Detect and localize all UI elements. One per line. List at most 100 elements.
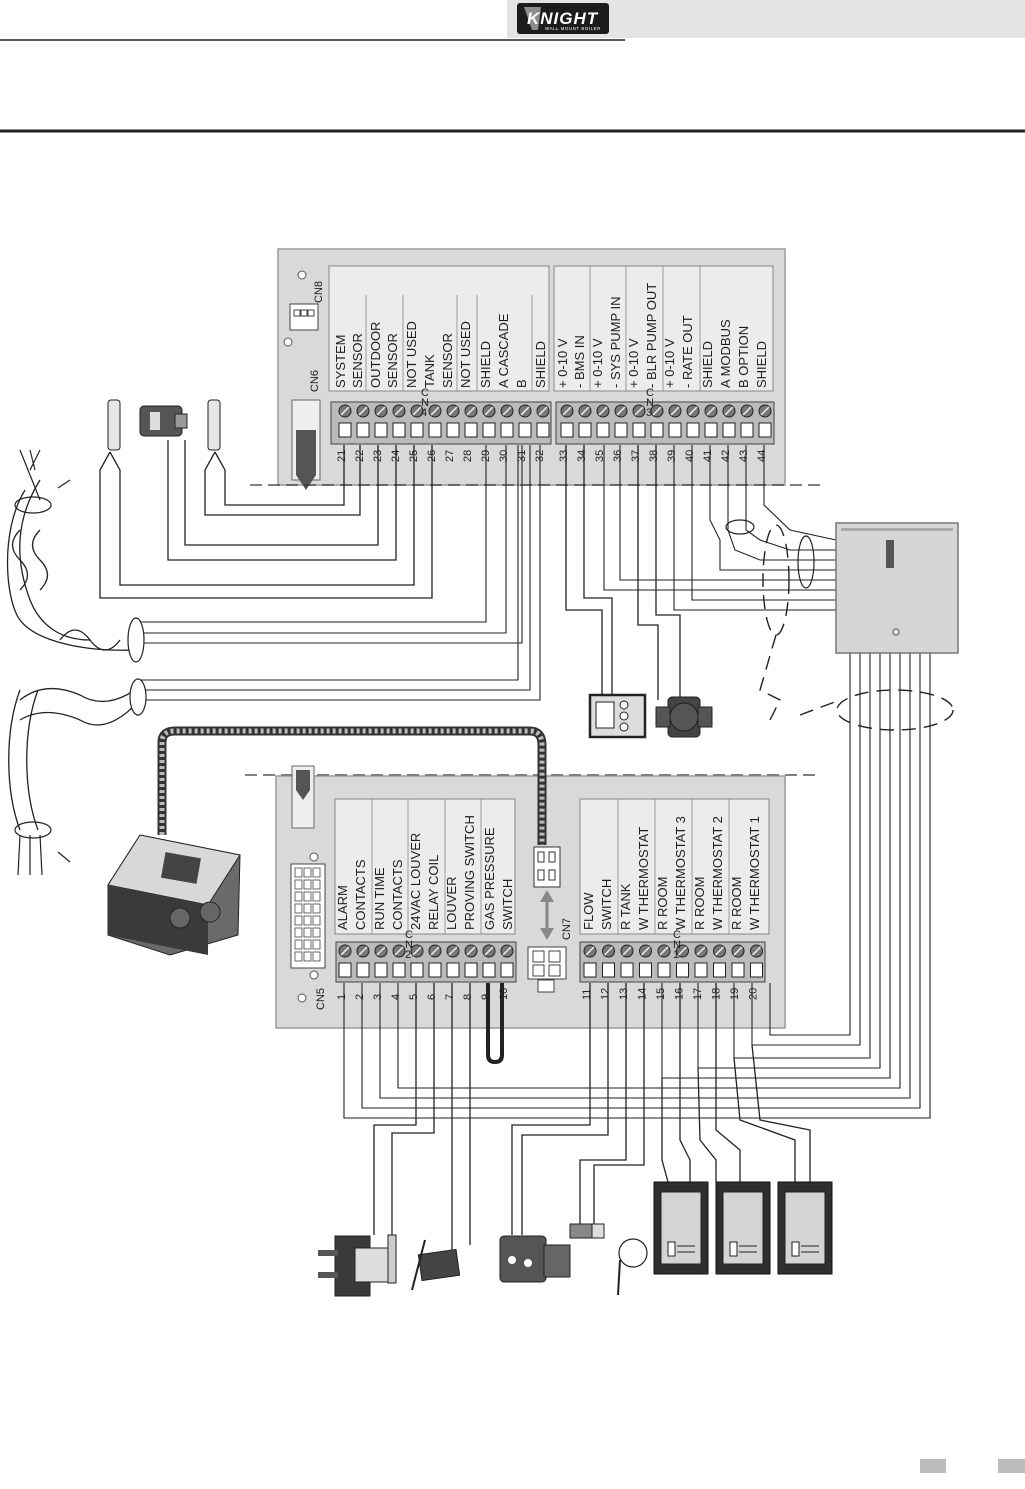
cn-marker-c: C (673, 929, 681, 941)
lower-left-label-8: GAS PRESSURE (482, 827, 497, 930)
terminal-number-21: 21 (336, 450, 348, 462)
terminal-number-28: 28 (462, 450, 474, 462)
terminal-number-12: 12 (600, 988, 612, 1000)
terminal-number-14: 14 (637, 988, 649, 1000)
terminal-screw[interactable] (392, 404, 406, 438)
terminal-screw[interactable] (620, 944, 634, 978)
cn5-pin (312, 939, 321, 950)
cn-marker-d: 3 (646, 407, 652, 419)
terminal-screw[interactable] (713, 944, 726, 978)
terminal-screw[interactable] (428, 404, 442, 438)
terminal-number-19: 19 (729, 988, 741, 1000)
terminal-screw[interactable] (464, 944, 478, 978)
lower-right-label-5: W THERMOSTAT 3 (673, 816, 688, 930)
terminal-number-27: 27 (444, 450, 456, 462)
terminal-screw[interactable] (374, 404, 388, 438)
terminal-screw[interactable] (428, 944, 442, 978)
lower-left-label-9: SWITCH (500, 879, 515, 930)
cn5-pin (303, 927, 312, 938)
terminal-number-37: 37 (630, 450, 642, 462)
terminal-screw[interactable] (639, 944, 652, 978)
terminal-screw[interactable] (500, 404, 514, 438)
upper-right-label-9: A MODBUS (718, 319, 733, 388)
terminal-screw[interactable] (657, 944, 671, 978)
terminal-screw[interactable] (392, 944, 406, 978)
terminal-screw[interactable] (731, 944, 745, 978)
terminal-screw[interactable] (676, 944, 689, 978)
terminal-screw[interactable] (446, 944, 460, 978)
lower-right-label-3: W THERMOSTAT (636, 827, 651, 930)
lower-right-label-6: R ROOM (692, 877, 707, 930)
cn5-pin (294, 939, 303, 950)
terminal-number-2: 2 (354, 994, 366, 1000)
terminal-screw[interactable] (704, 404, 718, 438)
upper-right-label-10: B OPTION (736, 326, 751, 388)
terminal-screw[interactable] (578, 404, 592, 438)
terminal-screw[interactable] (722, 404, 736, 438)
terminal-screw[interactable] (632, 404, 646, 438)
terminal-screw[interactable] (410, 404, 424, 438)
terminal-screw[interactable] (583, 944, 597, 978)
terminal-number-39: 39 (666, 450, 678, 462)
terminal-screw[interactable] (464, 404, 478, 438)
cut-lines (245, 484, 820, 776)
terminal-screw[interactable] (356, 404, 370, 438)
terminal-number-6: 6 (426, 994, 438, 1000)
terminal-screw[interactable] (518, 404, 532, 438)
cn-marker-n: N (646, 397, 654, 409)
terminal-number-15: 15 (655, 988, 667, 1000)
terminal-screw[interactable] (338, 944, 352, 978)
upper-left-label-11: SHIELD (533, 341, 548, 388)
terminal-screw[interactable] (446, 404, 460, 438)
logo-subtext: WALL MOUNT BOILER (545, 26, 601, 31)
terminal-screw[interactable] (560, 404, 574, 438)
terminal-screw[interactable] (500, 944, 514, 978)
cn5-pin (312, 867, 321, 878)
lower-left-label-5: RELAY COIL (426, 855, 441, 930)
terminal-screw[interactable] (602, 944, 615, 978)
terminal-screw[interactable] (338, 404, 352, 438)
cn5-pin (303, 879, 312, 890)
tank-sensor-icon (569, 1223, 648, 1296)
cn5-connector: CN5 (290, 852, 327, 1010)
terminal-screw[interactable] (668, 404, 682, 438)
cn5-pin (294, 867, 303, 878)
terminal-screw[interactable] (482, 404, 496, 438)
terminal-screw[interactable] (536, 404, 550, 438)
terminal-screw[interactable] (374, 944, 388, 978)
room-thermostats (653, 1181, 833, 1275)
terminal-screw[interactable] (482, 944, 496, 978)
terminal-screw[interactable] (356, 944, 370, 978)
terminal-screw[interactable] (614, 404, 628, 438)
terminal-screw[interactable] (686, 404, 700, 438)
cn6-label: CN6 (309, 370, 321, 392)
cn5-pin (294, 903, 303, 914)
upper-left-label-2: OUTDOOR (368, 322, 383, 388)
lower-label-panel-right (579, 798, 770, 935)
lower-right-label-1: SWITCH (599, 879, 614, 930)
knight-logo-icon: KNIGHT WALL MOUNT BOILER (517, 3, 609, 34)
upper-label-panel-right (553, 265, 774, 392)
upper-right-label-6: + 0-10 V (662, 338, 677, 388)
terminal-screw[interactable] (650, 404, 664, 438)
upper-right-label-3: - SYS PUMP IN (608, 296, 623, 388)
outdoor-sensor-icon (139, 405, 188, 437)
terminal-screw[interactable] (410, 944, 424, 978)
terminal-screw[interactable] (596, 404, 610, 438)
footer-tab-right (998, 1459, 1025, 1473)
wiring (6, 440, 954, 1255)
lower-left-label-3: CONTACTS (390, 859, 405, 930)
lower-right-label-2: R TANK (618, 883, 633, 930)
terminal-screw[interactable] (694, 944, 708, 978)
cn5-pin (312, 951, 321, 962)
terminal-number-13: 13 (618, 988, 630, 1000)
terminal-screw[interactable] (758, 404, 772, 438)
terminal-screw[interactable] (750, 944, 763, 978)
lower-left-label-6: LOUVER (444, 877, 459, 930)
upper-terminal-block-right (555, 401, 775, 445)
terminal-number-7: 7 (444, 994, 456, 1000)
lower-left-label-1: CONTACTS (353, 859, 368, 930)
terminal-screw[interactable] (740, 404, 754, 438)
